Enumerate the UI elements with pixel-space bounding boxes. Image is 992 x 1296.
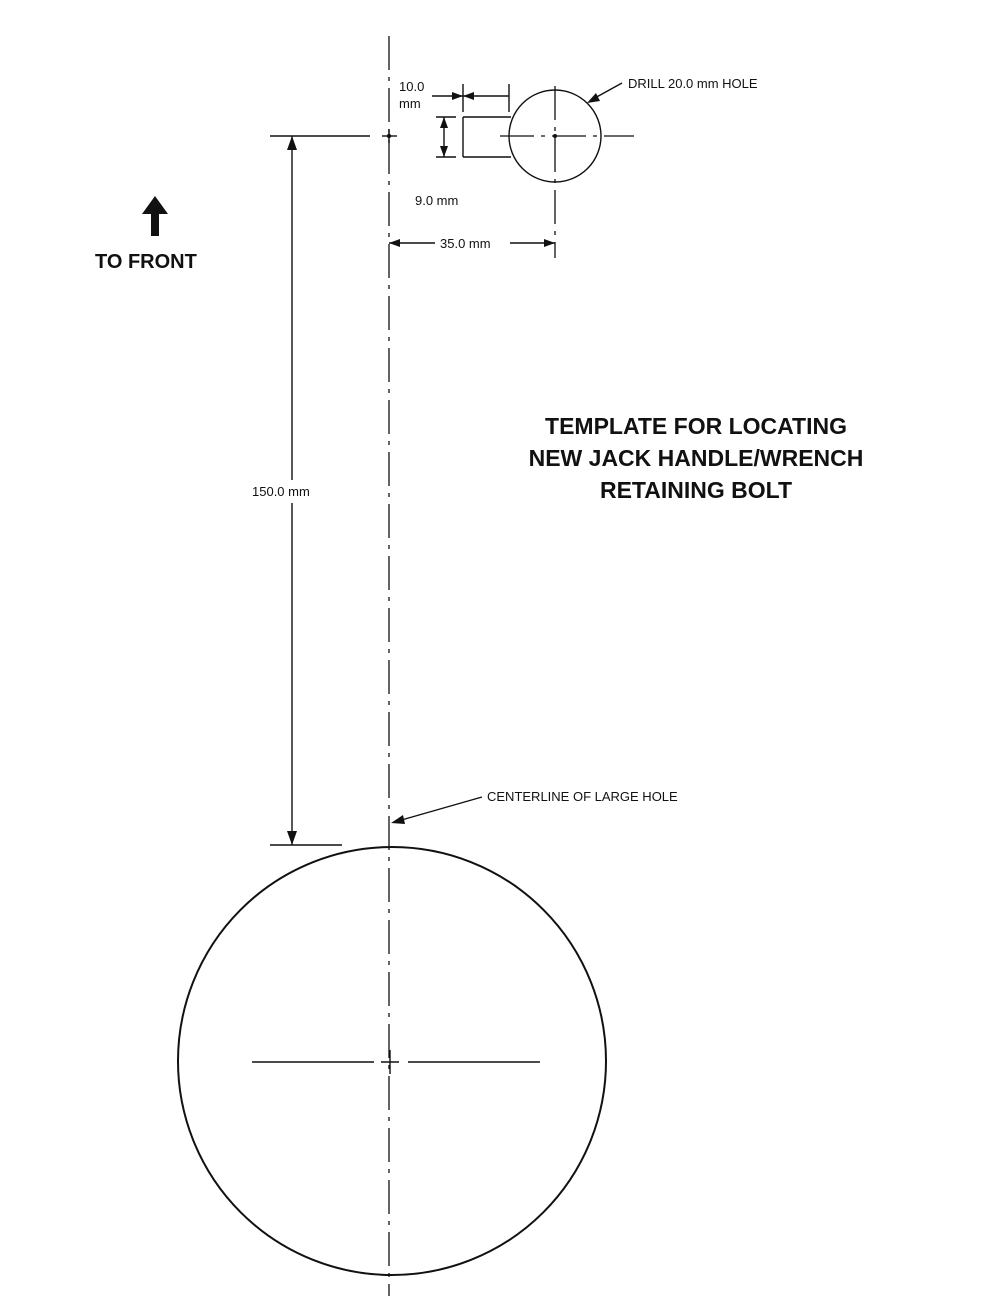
title-line-3: RETAINING BOLT: [600, 477, 792, 503]
to-front-label: TO FRONT: [95, 251, 197, 273]
slot-outline: [462, 116, 511, 158]
centerline-callout: CENTERLINE OF LARGE HOLE: [487, 789, 678, 804]
slot-length-dimension: [432, 84, 510, 112]
drill-hole-callout: DRILL 20.0 mm HOLE: [628, 76, 758, 91]
large-hole: [177, 846, 607, 1276]
horizontal-offset-label: 35.0 mm: [440, 236, 491, 251]
large-hole-crosshair: [252, 1050, 540, 1074]
drill-hole-leader: [587, 82, 623, 103]
vertical-offset-label: 150.0 mm: [252, 484, 310, 499]
slot-length-value: 10.0: [399, 79, 424, 94]
slot-width-label: 9.0 mm: [415, 193, 458, 208]
reference-point-marker: [382, 129, 397, 143]
horizontal-offset-dimension: [389, 239, 555, 247]
up-arrow-icon: [142, 196, 168, 236]
slot-length-unit: mm: [399, 96, 421, 111]
small-hole-crosshair: [500, 86, 634, 258]
title-line-2: NEW JACK HANDLE/WRENCH: [529, 445, 864, 471]
slot-width-dimension: [436, 116, 456, 158]
vertical-offset-dimension: [270, 135, 370, 846]
centerline-leader: [391, 796, 483, 824]
title-line-1: TEMPLATE FOR LOCATING: [545, 413, 847, 439]
